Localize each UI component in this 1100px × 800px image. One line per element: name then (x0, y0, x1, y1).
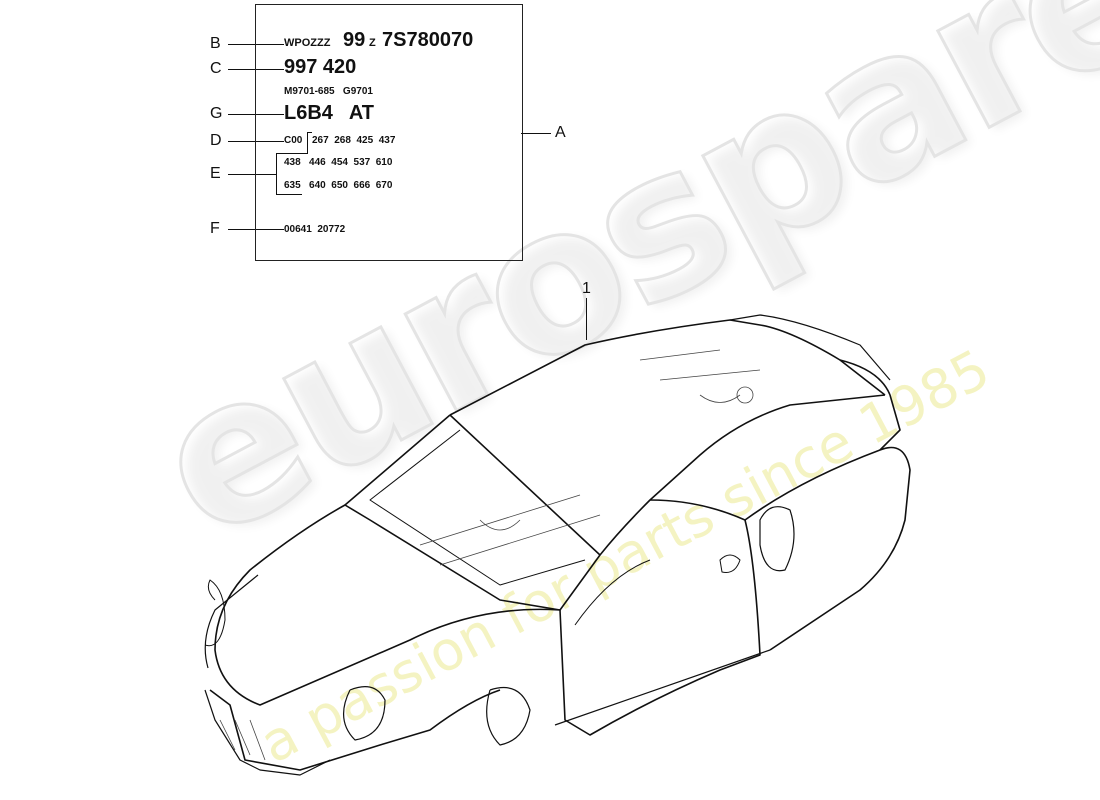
production-number: 00641 20772 (284, 224, 346, 235)
leader-line-d (228, 141, 284, 142)
callout-a: A (555, 124, 566, 141)
options-row-3: 635 640 650 666 670 (284, 180, 393, 191)
vin-z: Z (369, 37, 376, 49)
leader-line-f (228, 229, 284, 230)
leader-line-g (228, 114, 284, 115)
leader-line-1 (586, 298, 587, 340)
callout-b: B (210, 35, 221, 52)
callout-part-1: 1 (582, 280, 591, 297)
leader-line-a (521, 133, 551, 134)
options-code: C00 (284, 135, 303, 146)
leader-line-c (228, 69, 284, 70)
vin-suffix: 7S780070 (382, 29, 474, 51)
vehicle-data-plate (255, 4, 523, 261)
paint-interior-code: L6B4 AT (284, 102, 375, 124)
leader-line-e (228, 174, 276, 175)
callout-d: D (210, 132, 222, 149)
type-number: 997 420 (284, 56, 357, 78)
options-row-1: 267 268 425 437 (312, 135, 396, 146)
bracket-e-bottom (276, 194, 302, 195)
bracket-e-vertical (276, 153, 277, 195)
bracket-e-riser (307, 132, 308, 154)
engine-gearbox-code: M9701-685 G9701 (284, 86, 373, 97)
callout-e: E (210, 165, 221, 182)
vin-main: 99 (343, 29, 366, 51)
callout-c: C (210, 60, 222, 77)
bracket-e-top (276, 153, 308, 154)
options-row-2: 438 446 454 537 610 (284, 157, 393, 168)
vin-prefix: WPOZZZ (284, 37, 331, 49)
callout-g: G (210, 105, 223, 122)
callout-f: F (210, 220, 220, 237)
bracket-e-hook (307, 132, 312, 133)
leader-line-b (228, 44, 284, 45)
